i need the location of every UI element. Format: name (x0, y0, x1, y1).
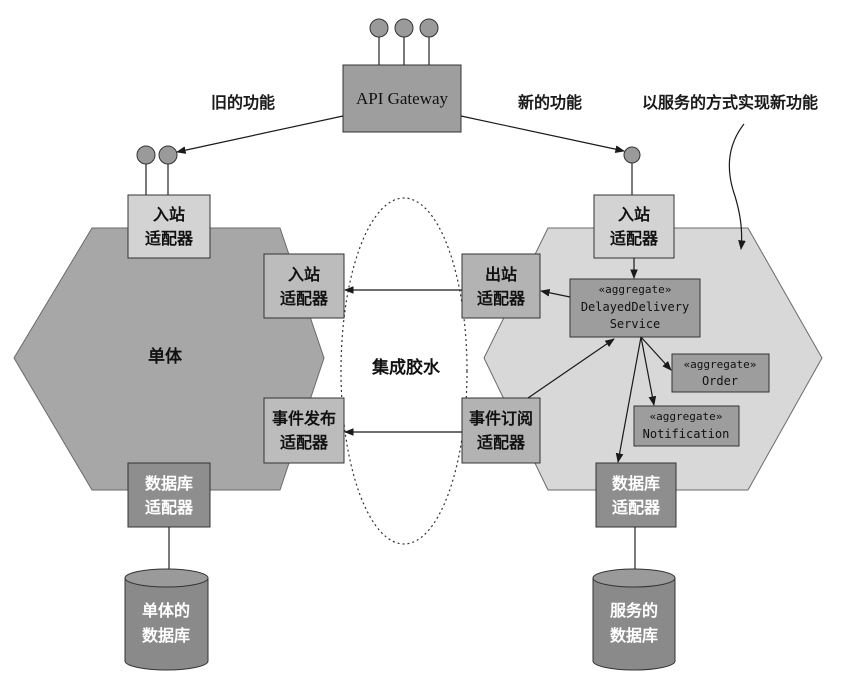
gateway-port-2 (394, 18, 414, 38)
monolith-database-adapter-line1: 数据库 (145, 474, 193, 493)
gateway-port-3 (419, 18, 439, 38)
arrow-gateway-to-service (460, 115, 625, 153)
monolith-inbound-adapter-top-box (127, 194, 211, 259)
service-database-line2: 数据库 (610, 626, 658, 645)
notification-aggregate-box (633, 405, 740, 447)
delayed-delivery-name-line1: DelayedDelivery (581, 300, 689, 314)
service-database-line1: 服务的 (610, 601, 658, 620)
old-function-label: 旧的功能 (211, 93, 275, 112)
monolith-inbound-adapter-line1: 入站 (288, 265, 320, 284)
arrow-delayed-delivery-to-outbound (540, 288, 571, 298)
delayed-delivery-name-line2: Service (610, 317, 661, 331)
monolith-database-line2: 数据库 (142, 626, 190, 645)
api-gateway-label: API Gateway (356, 89, 449, 108)
monolith-port-2 (158, 145, 178, 165)
order-aggregate-box (671, 353, 770, 393)
monolith-database-line1: 单体的 (142, 601, 190, 620)
delayed-delivery-stereotype: «aggregate» (599, 283, 672, 296)
service-inbound-adapter-top-box (593, 194, 675, 259)
api-gateway-box (342, 64, 462, 133)
outbound-adapter-line2: 适配器 (477, 289, 526, 308)
arrow-gateway-to-monolith (176, 115, 344, 154)
new-service-note: 以服务的方式实现新功能 (642, 93, 818, 112)
outbound-adapter-box (461, 253, 541, 319)
monolith-database-adapter-line2: 适配器 (145, 498, 194, 517)
monolith-inbound-adapter-box (263, 253, 345, 319)
monolith-port-1 (136, 145, 156, 165)
arrow-delayed-delivery-to-database-adapter (615, 336, 642, 463)
service-database-cylinder (592, 577, 676, 671)
service-database-adapter-box (595, 462, 677, 528)
integration-glue-label: 集成胶水 (371, 357, 441, 378)
integration-glue-ellipse (340, 197, 468, 545)
new-function-label: 新的功能 (518, 93, 582, 112)
monolith-hexagon (13, 227, 325, 491)
order-stereotype: «aggregate» (684, 358, 757, 371)
arrow-subscriber-to-delayed-delivery (527, 338, 615, 399)
delayed-delivery-aggregate-box (569, 278, 701, 338)
monolith-database-cylinder-top (124, 568, 209, 588)
monolith-database-adapter-box (127, 462, 211, 528)
event-subscriber-adapter-box (461, 397, 541, 464)
monolith-label: 单体 (148, 346, 183, 367)
event-publisher-adapter-line1: 事件发布 (272, 409, 336, 428)
monolith-inbound-adapter-top-line2: 适配器 (145, 229, 194, 248)
notification-name: Notification (643, 427, 730, 441)
event-subscriber-adapter-line2: 适配器 (477, 433, 526, 452)
gateway-port-1 (369, 18, 389, 38)
service-database-adapter-line1: 数据库 (612, 474, 660, 493)
outbound-adapter-line1: 出站 (485, 265, 517, 284)
event-subscriber-adapter-line1: 事件订阅 (469, 409, 533, 428)
monolith-inbound-adapter-line2: 适配器 (280, 289, 329, 308)
service-database-adapter-line2: 适配器 (612, 498, 661, 517)
service-inbound-adapter-top-line1: 入站 (618, 205, 650, 224)
arrow-delayed-delivery-to-notification (640, 336, 657, 406)
arrow-delayed-delivery-to-order (640, 336, 672, 371)
event-publisher-adapter-line2: 适配器 (280, 433, 329, 452)
event-publisher-adapter-box (263, 397, 345, 464)
monolith-inbound-adapter-top-line1: 入站 (153, 205, 185, 224)
service-inbound-adapter-top-line2: 适配器 (610, 229, 659, 248)
monolith-database-cylinder (124, 577, 209, 671)
service-database-cylinder-top (592, 568, 676, 588)
service-port (623, 146, 641, 164)
notification-stereotype: «aggregate» (650, 410, 723, 423)
arrow-note-to-service (728, 123, 746, 250)
order-name: Order (702, 374, 738, 388)
